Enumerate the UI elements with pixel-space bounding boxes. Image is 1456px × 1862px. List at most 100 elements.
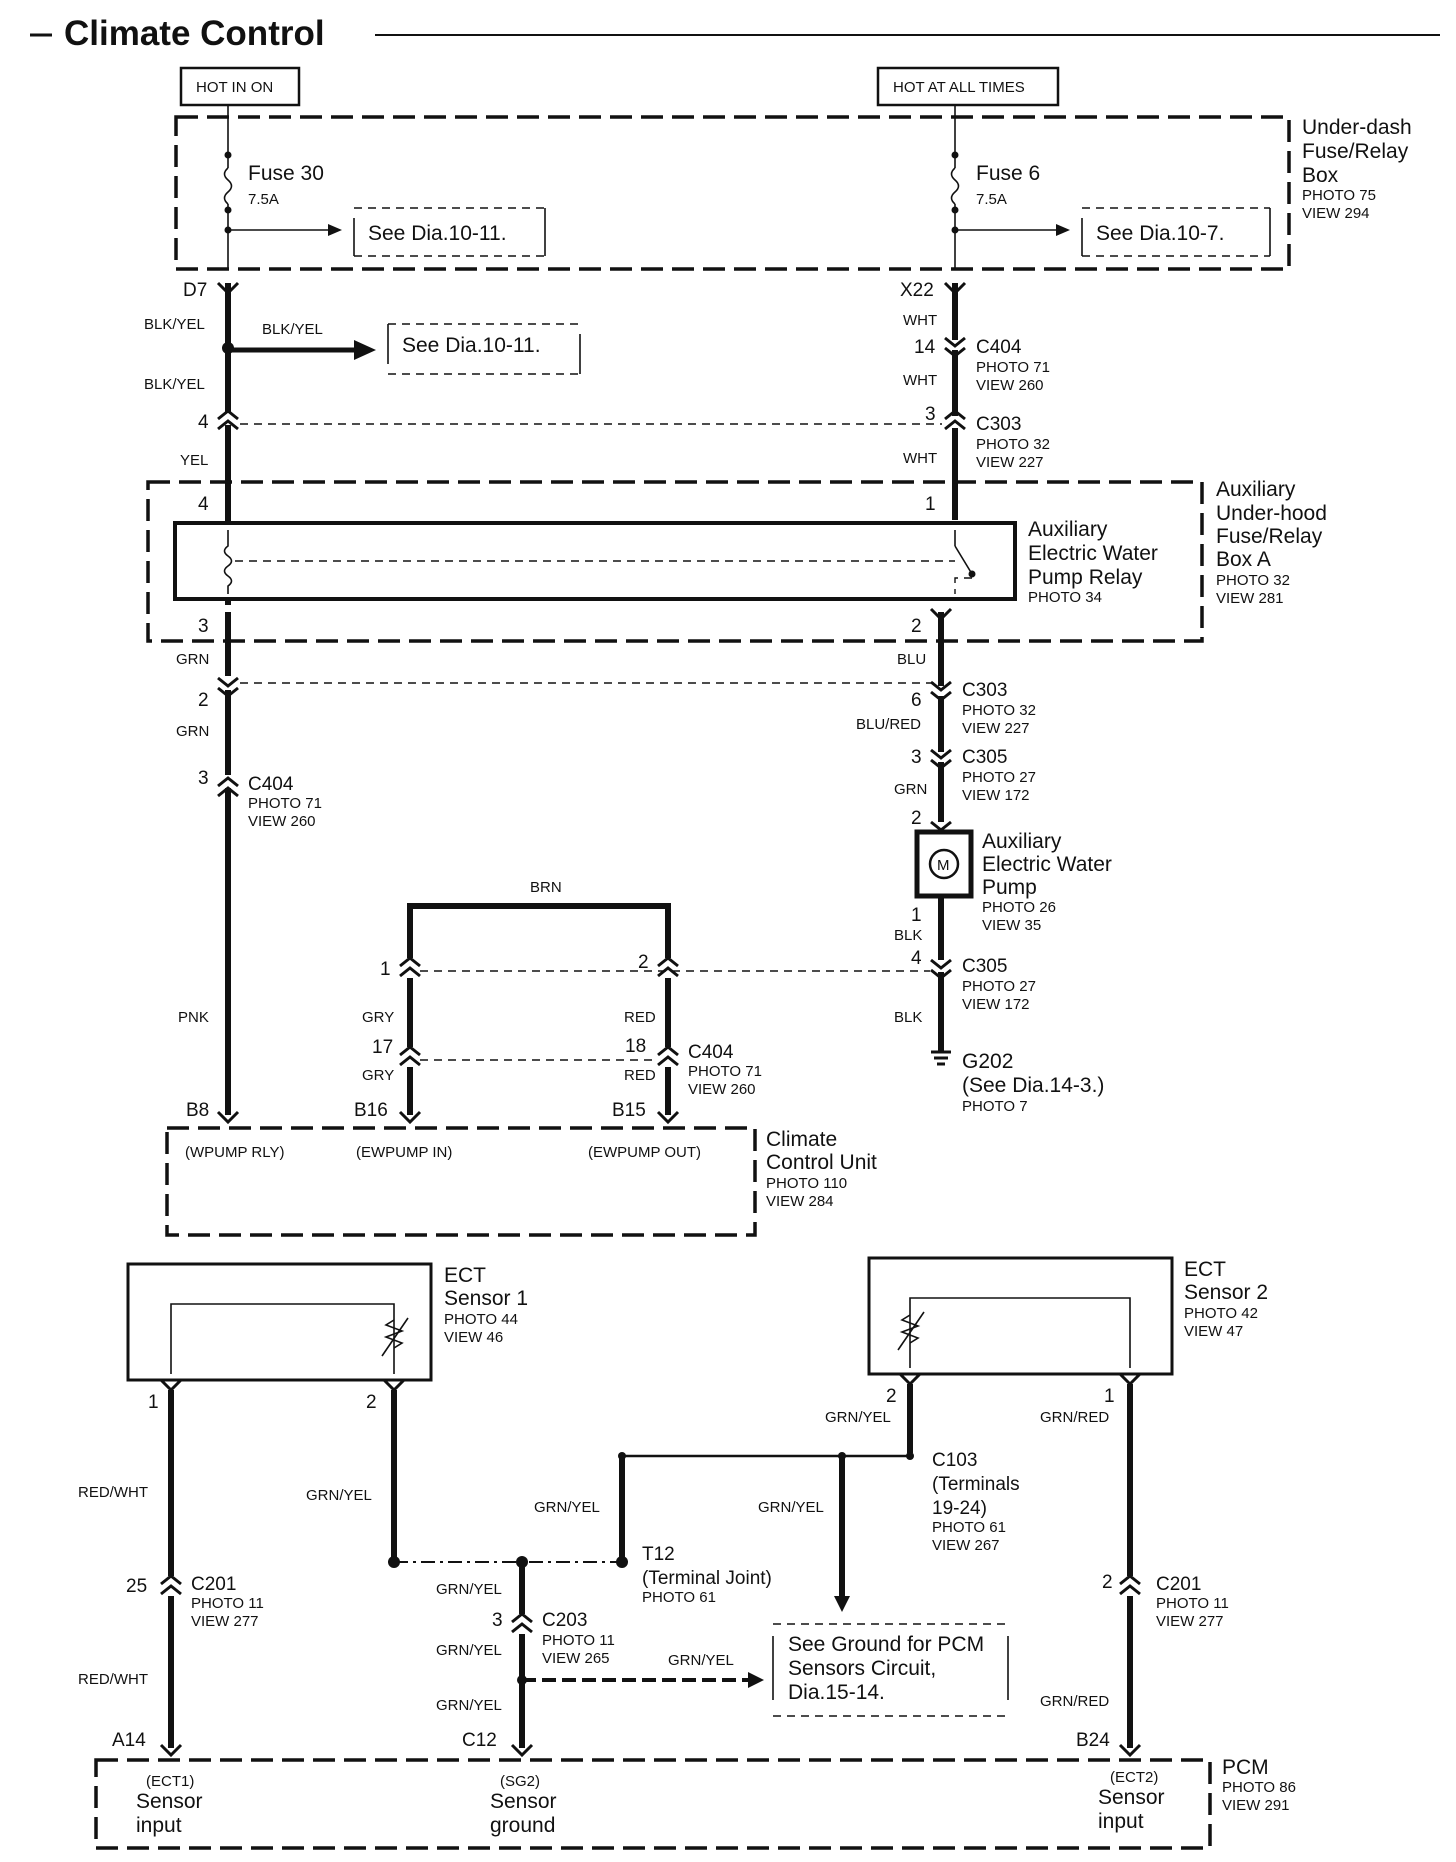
cu-ewpump-out: (EWPUMP OUT)	[588, 1144, 701, 1161]
wire-color-grnyel-branch: GRN/YEL	[668, 1652, 734, 1669]
wire-color-redwht-1: RED/WHT	[78, 1484, 148, 1501]
c201-right-photo: PHOTO 11	[1156, 1595, 1229, 1612]
wire-color-blkyel-2: BLK/YEL	[144, 376, 205, 393]
wire-color-wht-1: WHT	[903, 312, 937, 329]
pcm-ect1-code: (ECT1)	[146, 1773, 194, 1790]
ect2-label-1: ECT	[1184, 1258, 1226, 1281]
page-title: Climate Control	[64, 14, 325, 53]
ect-sensor-2	[867, 1256, 1174, 1376]
d7-label: D7	[183, 280, 207, 301]
c303-pump-view: VIEW 227	[962, 720, 1030, 737]
b24-label: B24	[1076, 1730, 1110, 1751]
c201-left-view: VIEW 277	[191, 1613, 259, 1630]
relay-label-1: Auxiliary	[1028, 518, 1108, 541]
wire-color-blk-2: BLK	[894, 1009, 922, 1026]
c201-right-name: C201	[1156, 1574, 1201, 1595]
c201-left-photo: PHOTO 11	[191, 1595, 264, 1612]
c103-name: C103	[932, 1450, 977, 1471]
c303-pump-photo: PHOTO 32	[962, 702, 1036, 719]
c201-right-view: VIEW 277	[1156, 1613, 1224, 1630]
pump-label-2: Electric Water	[982, 853, 1112, 876]
wire-color-grn-1: GRN	[176, 651, 209, 668]
wire-color-wht-2: WHT	[903, 372, 937, 389]
hot-at-all-times-label: HOT AT ALL TIMES	[893, 79, 1025, 96]
relay-pin2-terminal	[929, 607, 953, 622]
ect1-thermistor-arrow	[381, 1317, 409, 1357]
pcm-sg2-code: (SG2)	[500, 1773, 540, 1790]
aux-box-view: VIEW 281	[1216, 590, 1284, 607]
c404-mid-view: VIEW 260	[688, 1081, 756, 1098]
pcm-name: PCM	[1222, 1756, 1269, 1779]
c404-mid-photo: PHOTO 71	[688, 1063, 762, 1080]
water-pump-relay	[173, 521, 1017, 601]
g202-photo: PHOTO 7	[962, 1098, 1028, 1115]
wire-color-blkyel-branch: BLK/YEL	[262, 321, 323, 338]
c103-line-3: 19-24)	[932, 1498, 987, 1519]
c305-top-photo: PHOTO 27	[962, 769, 1036, 786]
c303-pump-connector	[930, 680, 952, 702]
c203-name: C203	[542, 1610, 587, 1631]
t12-photo: PHOTO 61	[642, 1589, 716, 1606]
wire-color-brn: BRN	[530, 879, 562, 896]
pcm-ect2-line-2: input	[1098, 1810, 1144, 1833]
aux-box-photo: PHOTO 32	[1216, 572, 1290, 589]
pcm-ect2-line-1: Sensor	[1098, 1786, 1165, 1809]
aux-box-label-4: Box A	[1216, 548, 1271, 571]
c201-left-connector	[160, 1574, 182, 1596]
cu-view: VIEW 284	[766, 1193, 834, 1210]
wire-color-grnyel-s1: GRN/YEL	[306, 1487, 372, 1504]
b16-label: B16	[354, 1100, 388, 1121]
wire-color-blured: BLU/RED	[856, 716, 921, 733]
ect2-pin-2: 2	[886, 1386, 897, 1407]
c303-pump-name: C303	[962, 680, 1007, 701]
pcm-sg2-line-2: ground	[490, 1814, 555, 1837]
c404-left-connector	[217, 776, 239, 798]
wire-color-grnyel-t12: GRN/YEL	[534, 1499, 600, 1516]
fuse6-dot-mid	[951, 206, 959, 214]
mid-pin-18: 18	[625, 1036, 646, 1057]
c12-label: C12	[462, 1730, 497, 1751]
c203-connector	[511, 1612, 533, 1634]
fuse30-see-box-dash	[354, 207, 545, 257]
underdash-photo: PHOTO 75	[1302, 187, 1376, 204]
ect2-thermistor-icon	[899, 1314, 921, 1344]
wire-color-red-2: RED	[624, 1067, 656, 1084]
c305-top-name: C305	[962, 747, 1007, 768]
ground-see-line-1: See Ground for PCM	[788, 1633, 984, 1656]
c305-bottom-view: VIEW 172	[962, 996, 1030, 1013]
c305-bottom-photo: PHOTO 27	[962, 978, 1036, 995]
b8-label: B8	[186, 1100, 209, 1121]
hot-in-on-box	[179, 66, 301, 107]
pump-pin2-terminal	[930, 820, 952, 832]
wire-color-grnyel-c203-c: GRN/YEL	[436, 1697, 502, 1714]
c303-top-view: VIEW 227	[976, 454, 1044, 471]
c404-left-name: C404	[248, 774, 294, 795]
relay-pin-3: 3	[198, 616, 209, 637]
aux-box-label-2: Under-hood	[1216, 502, 1327, 525]
g202-see: (See Dia.14-3.)	[962, 1074, 1104, 1097]
ect1-photo: PHOTO 44	[444, 1311, 518, 1328]
cu-wpump-rly: (WPUMP RLY)	[185, 1144, 284, 1161]
c404-mid-left-connector	[399, 1045, 421, 1067]
wire-color-blu: BLU	[897, 651, 926, 668]
wire-color-grnred-2: GRN/RED	[1040, 1693, 1109, 1710]
relay-switch-contact	[968, 570, 976, 578]
cu-photo: PHOTO 110	[766, 1175, 847, 1192]
ect2-label-2: Sensor 2	[1184, 1281, 1268, 1304]
blkyel-see-box-dash	[388, 323, 580, 375]
motor-icon	[928, 848, 960, 880]
ect2-thermistor-arrow	[897, 1311, 925, 1351]
c404-top-connector	[944, 336, 966, 358]
b15-terminal	[656, 1110, 680, 1125]
motor-label: M	[937, 857, 950, 874]
b24-terminal	[1118, 1743, 1142, 1758]
c203-view: VIEW 265	[542, 1650, 610, 1667]
ground-see-line-2: Sensors Circuit,	[788, 1657, 936, 1680]
a14-label: A14	[112, 1730, 146, 1751]
pcm-photo: PHOTO 86	[1222, 1779, 1296, 1796]
c12-terminal	[510, 1743, 534, 1758]
underdash-label-2: Fuse/Relay	[1302, 140, 1409, 163]
wire-color-gry-1: GRY	[362, 1009, 394, 1026]
fuse30-name: Fuse 30	[248, 162, 324, 185]
fuse6-see-ref: See Dia.10-7.	[1096, 222, 1224, 245]
